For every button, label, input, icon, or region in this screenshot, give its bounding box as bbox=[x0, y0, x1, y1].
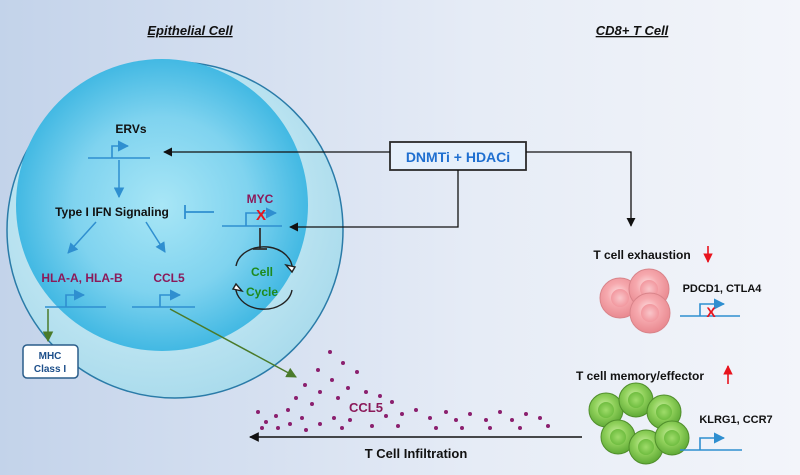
ccl5-dot bbox=[538, 416, 542, 420]
ccl5-dot bbox=[276, 426, 280, 430]
ccl5-dot bbox=[304, 428, 308, 432]
exhausted-t-cells bbox=[599, 268, 671, 334]
ccl5-dot bbox=[428, 416, 432, 420]
mhc-class-i-box bbox=[22, 344, 79, 379]
ccl5-secretion-arrow bbox=[169, 308, 297, 378]
cell-cycle-label-2: Cycle bbox=[246, 285, 278, 299]
ccl5-dot bbox=[524, 412, 528, 416]
drug-label: DNMTi + HDACi bbox=[406, 149, 510, 165]
ccl5-dot bbox=[340, 426, 344, 430]
ervs-gene bbox=[88, 140, 150, 159]
ccl5-dot bbox=[348, 418, 352, 422]
ccl5-dot bbox=[346, 386, 350, 390]
ccl5-dot bbox=[488, 426, 492, 430]
ccl5-dot bbox=[286, 408, 290, 412]
pdcd1-gene bbox=[680, 298, 740, 317]
ccl5-dot bbox=[390, 400, 394, 404]
ccl5-dot bbox=[355, 370, 359, 374]
ccl5-dot bbox=[546, 424, 550, 428]
exhaustion-label: T cell exhaustion bbox=[593, 248, 690, 262]
ifn-label: Type I IFN Signaling bbox=[55, 205, 169, 219]
ervs-label: ERVs bbox=[115, 122, 146, 136]
hla-label: HLA-A, HLA-B bbox=[41, 271, 123, 285]
drug-to-tcell-arrow bbox=[526, 151, 636, 227]
ccl5-dot bbox=[341, 361, 345, 365]
hla-gene bbox=[45, 289, 106, 308]
ccl5-dot bbox=[330, 378, 334, 382]
ccl5-dot bbox=[256, 410, 260, 414]
infiltration-label: T Cell Infiltration bbox=[365, 446, 468, 461]
ccl5-dot bbox=[498, 410, 502, 414]
ccl5-dot bbox=[518, 426, 522, 430]
ifn-to-hla-arrow bbox=[67, 221, 97, 254]
ccl5-dot bbox=[396, 424, 400, 428]
ccl5-dot bbox=[378, 394, 382, 398]
pdcd1-label: PDCD1, CTLA4 bbox=[683, 283, 763, 295]
myc-inhibits-cycle bbox=[253, 228, 267, 250]
mhc-label-1: MHC bbox=[39, 351, 62, 362]
ccl5-dot bbox=[400, 412, 404, 416]
ccl5-gene-label: CCL5 bbox=[153, 271, 185, 285]
ccl5-dot bbox=[328, 350, 332, 354]
ccl5-dot bbox=[264, 420, 268, 424]
ifn-to-ccl5-arrow bbox=[145, 221, 166, 253]
ccl5-dot bbox=[468, 412, 472, 416]
nucleus bbox=[16, 59, 308, 351]
ccl5-dot bbox=[288, 422, 292, 426]
ccl5-dot bbox=[370, 424, 374, 428]
ccl5-dot bbox=[300, 416, 304, 420]
klrg1-gene bbox=[680, 432, 742, 451]
ccl5-dot bbox=[510, 418, 514, 422]
klrg1-label: KLRG1, CCR7 bbox=[699, 414, 772, 426]
mhc-label-2: Class I bbox=[34, 364, 66, 375]
cell-cycle-label-1: Cell bbox=[251, 265, 273, 279]
ccl5-dot bbox=[294, 396, 298, 400]
ccl5-dot bbox=[318, 422, 322, 426]
ccl5-dot bbox=[454, 418, 458, 422]
memory-t-cells bbox=[588, 382, 690, 465]
ccl5-dot bbox=[384, 414, 388, 418]
ccl5-dot bbox=[484, 418, 488, 422]
ccl5-dot bbox=[260, 426, 264, 430]
ccl5-dot bbox=[332, 416, 336, 420]
ifn-inhibits-myc bbox=[184, 205, 214, 219]
ccl5-dot bbox=[316, 368, 320, 372]
drug-to-myc-arrow bbox=[289, 170, 459, 232]
memory-label: T cell memory/effector bbox=[576, 369, 704, 383]
ccl5-secreted-dots bbox=[256, 350, 550, 432]
ccl5-dot bbox=[460, 426, 464, 430]
ccl5-dot bbox=[434, 426, 438, 430]
ccl5-dot bbox=[336, 396, 340, 400]
ccl5-dot bbox=[364, 390, 368, 394]
ccl5-dot bbox=[303, 383, 307, 387]
ccl5-dot bbox=[274, 414, 278, 418]
epithelial-header: Epithelial Cell bbox=[147, 23, 233, 38]
ccl5-dot bbox=[444, 410, 448, 414]
cell-cycle-arrows bbox=[231, 246, 297, 310]
myc-gene bbox=[222, 207, 282, 227]
pdcd1-blocked-x: X bbox=[706, 304, 716, 320]
tcell-header: CD8+ T Cell bbox=[596, 23, 669, 38]
myc-blocked-x: X bbox=[256, 207, 266, 224]
ccl5-dot bbox=[318, 390, 322, 394]
drug-box bbox=[389, 141, 527, 171]
myc-label: MYC bbox=[247, 192, 274, 206]
ccl5-dot bbox=[310, 402, 314, 406]
ccl5-gene bbox=[132, 289, 195, 308]
ccl5-secreted-label: CCL5 bbox=[349, 400, 383, 415]
ccl5-dot bbox=[414, 408, 418, 412]
